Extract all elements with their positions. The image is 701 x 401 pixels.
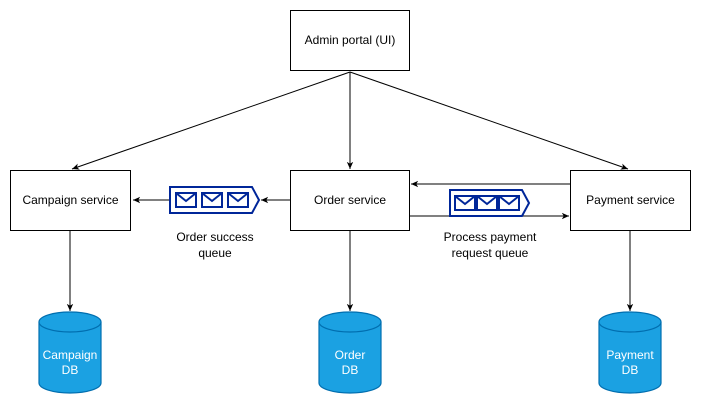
payment-service-node: Payment service — [570, 170, 691, 231]
order-service-label: Order service — [313, 193, 387, 208]
payment-db-line1: Payment — [606, 348, 654, 362]
process-payment-queue-label: Process payment request queue — [425, 229, 555, 261]
order-success-queue-line1: Order success — [176, 230, 254, 244]
order-db-cylinder — [318, 311, 382, 394]
order-success-queue-label: Order success queue — [155, 229, 275, 261]
admin-portal-label: Admin portal (UI) — [304, 33, 396, 48]
admin-portal-node: Admin portal (UI) — [290, 10, 410, 71]
payment-db-cylinder — [598, 311, 662, 394]
order-service-node: Order service — [290, 170, 410, 231]
edge-admin-to-campaign — [71, 71, 351, 170]
process-payment-queue-icon — [449, 189, 531, 217]
process-payment-queue-line1: Process payment — [443, 230, 537, 244]
payment-service-label: Payment service — [586, 193, 675, 208]
order-db-line1: Order — [334, 348, 366, 362]
campaign-db-label: Campaign DB — [39, 348, 101, 378]
payment-db-label: Payment DB — [599, 348, 661, 378]
campaign-db-line2: DB — [61, 363, 79, 377]
campaign-service-node: Campaign service — [10, 170, 131, 231]
order-success-queue-icon — [169, 186, 261, 214]
process-payment-queue-line2: request queue — [451, 246, 529, 260]
edge-admin-to-payment — [349, 71, 629, 170]
campaign-db-line1: Campaign — [42, 348, 98, 362]
campaign-service-label: Campaign service — [22, 193, 119, 208]
order-success-queue-line2: queue — [198, 246, 232, 260]
payment-db-line2: DB — [621, 363, 639, 377]
order-db-label: Order DB — [319, 348, 381, 378]
campaign-db-cylinder — [38, 311, 102, 394]
order-db-line2: DB — [341, 363, 359, 377]
